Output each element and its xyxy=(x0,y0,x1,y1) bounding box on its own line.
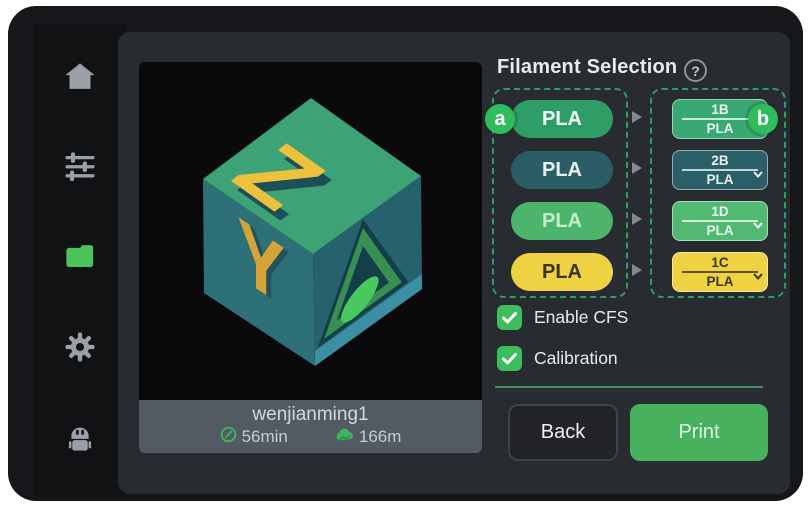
map-arrow-icon xyxy=(629,263,645,277)
calibration-label: Calibration xyxy=(534,348,618,368)
home-icon xyxy=(60,57,100,102)
section-divider xyxy=(495,386,763,388)
enable-cfs-label: Enable CFS xyxy=(534,307,629,327)
sidebar-item-settings[interactable] xyxy=(56,325,104,373)
model-preview: Z Z Y Y wenjianming1 xyxy=(139,62,482,453)
filament-spool-icon xyxy=(336,427,354,447)
device-frame: Z Z Y Y wenjianming1 xyxy=(8,6,803,501)
folder-icon xyxy=(60,237,100,282)
model-filament-4: PLA xyxy=(511,253,613,291)
help-icon[interactable]: ? xyxy=(684,59,707,82)
model-filament-3: PLA xyxy=(511,202,613,240)
model-filament-2: PLA xyxy=(511,151,613,189)
checkbox-checked-icon[interactable] xyxy=(497,305,522,330)
map-arrow-icon xyxy=(629,161,645,175)
chevron-down-icon xyxy=(753,217,763,233)
slot-dropdown-4[interactable]: 1C PLA xyxy=(672,252,768,292)
annotation-b-badge: b xyxy=(748,104,778,134)
print-time: 56min xyxy=(220,426,288,448)
chevron-down-icon xyxy=(753,268,763,284)
model-filament-1: PLA xyxy=(511,100,613,138)
slot-dropdown-2[interactable]: 2B PLA xyxy=(672,150,768,190)
model-info-bar: wenjianming1 56min xyxy=(139,400,482,453)
filament-length: 166m xyxy=(336,427,401,447)
sidebar xyxy=(34,24,126,496)
model-filaments-group: a PLA PLA PLA PLA xyxy=(485,88,628,298)
model-stats: 56min 166m xyxy=(220,426,401,448)
sliders-icon xyxy=(60,146,100,191)
model-name: wenjianming1 xyxy=(252,403,369,425)
enable-cfs-checkbox-row[interactable]: Enable CFS xyxy=(497,305,628,330)
print-button[interactable]: Print xyxy=(630,404,768,461)
checkbox-checked-icon[interactable] xyxy=(497,346,522,371)
calibration-checkbox-row[interactable]: Calibration xyxy=(497,346,618,371)
back-button[interactable]: Back xyxy=(508,404,618,461)
filament-selection-title: Filament Selection xyxy=(497,56,678,78)
sidebar-item-home[interactable] xyxy=(56,55,104,103)
slot-dropdown-3[interactable]: 1D PLA xyxy=(672,201,768,241)
robot-icon xyxy=(60,417,100,462)
map-arrow-icon xyxy=(629,110,645,124)
sidebar-item-adjustments[interactable] xyxy=(56,144,104,192)
sidebar-item-files[interactable] xyxy=(56,235,104,283)
chevron-down-icon xyxy=(753,166,763,182)
model-3d-thumbnail: Z Z Y Y xyxy=(203,98,422,366)
map-arrow-icon xyxy=(629,212,645,226)
annotation-a-badge: a xyxy=(485,104,515,134)
clock-icon xyxy=(220,426,237,448)
slot-selection-group: b 1B PLA 2B PLA 1D PLA xyxy=(650,88,786,298)
gear-icon xyxy=(60,327,100,372)
sidebar-item-assistant[interactable] xyxy=(56,415,104,463)
